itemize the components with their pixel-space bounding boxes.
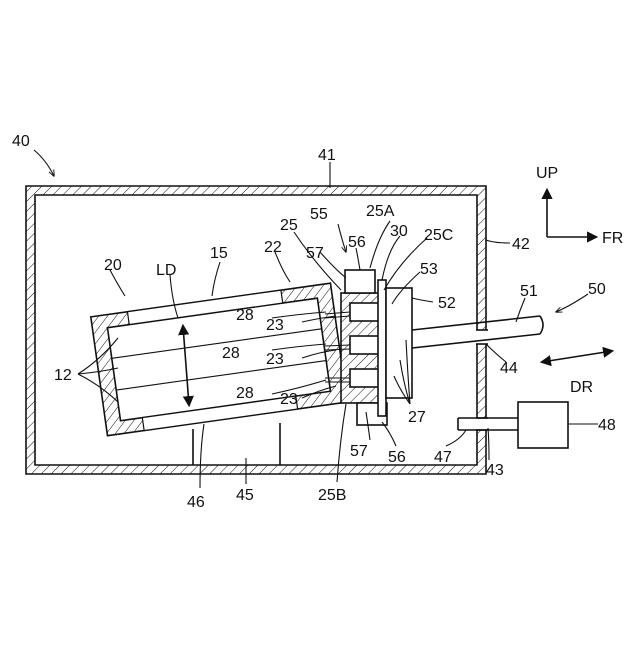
label-40: 40 [12, 133, 30, 150]
label-28-1: 28 [236, 307, 254, 324]
label-15: 15 [210, 245, 228, 262]
label-12: 12 [54, 367, 72, 384]
label-56-bottom: 56 [388, 449, 406, 466]
label-28-2: 28 [222, 345, 240, 362]
label-20: 20 [104, 257, 122, 274]
label-27: 27 [408, 409, 426, 426]
label-42: 42 [512, 236, 530, 253]
label-25B: 25B [318, 487, 346, 504]
ld-arrow [183, 326, 189, 405]
label-57-bottom: 57 [350, 443, 368, 460]
label-51: 51 [520, 283, 538, 300]
label-47: 47 [434, 449, 452, 466]
label-25A: 25A [366, 203, 395, 220]
label-23-1: 23 [266, 317, 284, 334]
label-44: 44 [500, 360, 518, 377]
support-45 [193, 423, 280, 465]
label-52: 52 [438, 295, 456, 312]
label-55: 55 [310, 206, 328, 223]
label-28-3: 28 [236, 385, 254, 402]
label-45: 45 [236, 487, 254, 504]
label-25: 25 [280, 217, 298, 234]
label-57-top: 57 [306, 245, 324, 262]
label-DR: DR [570, 379, 593, 396]
dr-arrow [542, 351, 612, 362]
label-23-2: 23 [266, 351, 284, 368]
direction-axes [547, 190, 596, 237]
battery-module-20 [91, 283, 347, 436]
label-25C: 25C [424, 227, 453, 244]
actuator-48 [458, 402, 568, 448]
label-30: 30 [390, 223, 408, 240]
label-48: 48 [598, 417, 616, 434]
label-LD: LD [156, 262, 176, 279]
label-23-3: 23 [280, 391, 298, 408]
label-43: 43 [486, 462, 504, 479]
label-46: 46 [187, 494, 205, 511]
label-56-top: 56 [348, 234, 366, 251]
label-UP: UP [536, 165, 558, 182]
label-FR: FR [602, 230, 623, 247]
label-50: 50 [588, 281, 606, 298]
label-53: 53 [420, 261, 438, 278]
label-22: 22 [264, 239, 282, 256]
label-41: 41 [318, 147, 336, 164]
